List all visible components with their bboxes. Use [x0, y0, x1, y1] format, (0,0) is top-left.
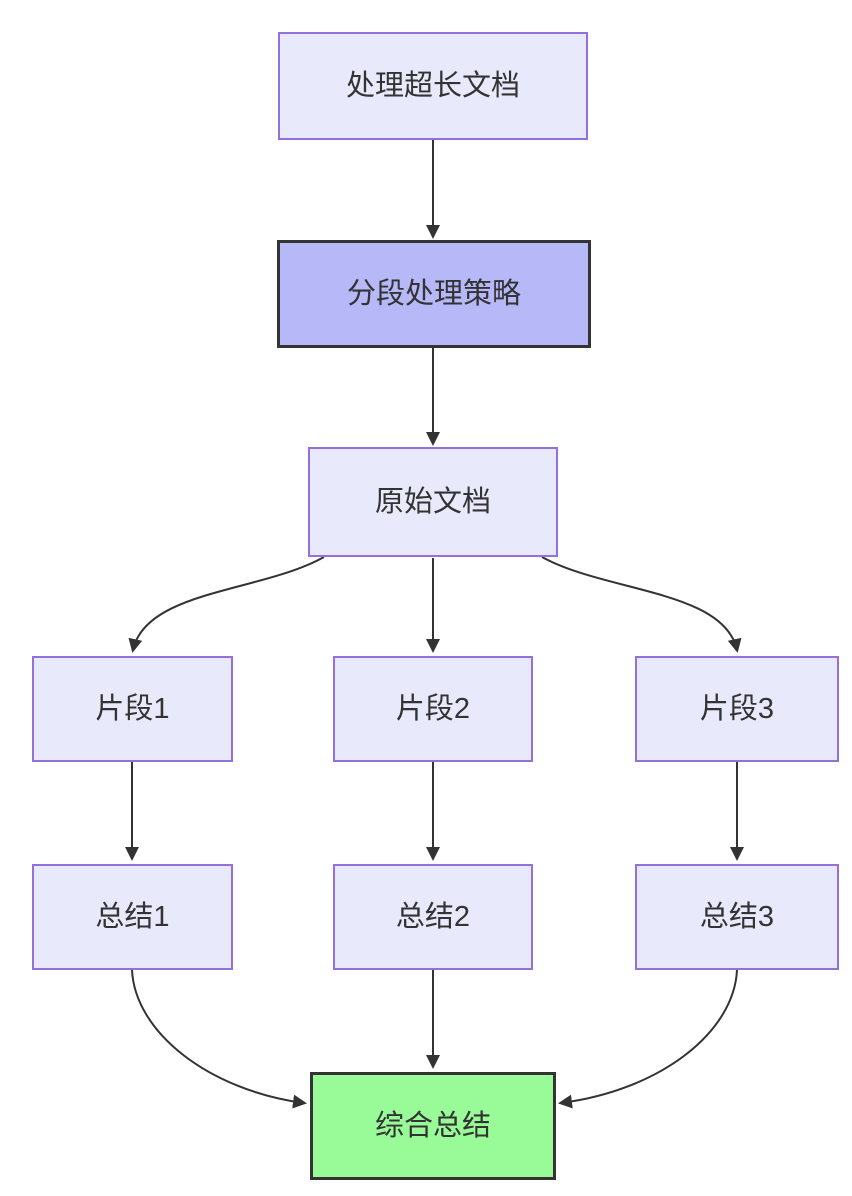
edge-E3-F [558, 969, 738, 1109]
node-label: 分段处理策略 [346, 277, 521, 310]
node-summary-2: 总结2 [333, 864, 533, 970]
node-label: 总结3 [699, 900, 775, 933]
node-label: 片段2 [395, 692, 471, 725]
node-final-summary: 综合总结 [310, 1072, 556, 1180]
edge-C-D1 [128, 556, 325, 653]
node-label: 综合总结 [374, 1109, 491, 1142]
node-summary-3: 总结3 [635, 864, 839, 970]
node-label: 原始文档 [374, 485, 491, 518]
node-segment-strategy: 分段处理策略 [277, 240, 591, 348]
node-fragment-3: 片段3 [635, 656, 839, 762]
node-label: 处理超长文档 [345, 69, 520, 102]
edge-C-D3 [541, 556, 742, 653]
node-fragment-1: 片段1 [32, 656, 233, 762]
node-label: 片段3 [699, 692, 775, 725]
node-label: 总结2 [395, 900, 471, 933]
node-label: 片段1 [95, 692, 170, 725]
node-summary-1: 总结1 [32, 864, 233, 970]
node-fragment-2: 片段2 [333, 656, 533, 762]
edge-E1-F [131, 969, 307, 1109]
node-label: 总结1 [95, 900, 170, 933]
node-original-doc: 原始文档 [308, 447, 558, 557]
node-process-long-doc: 处理超长文档 [278, 32, 588, 140]
